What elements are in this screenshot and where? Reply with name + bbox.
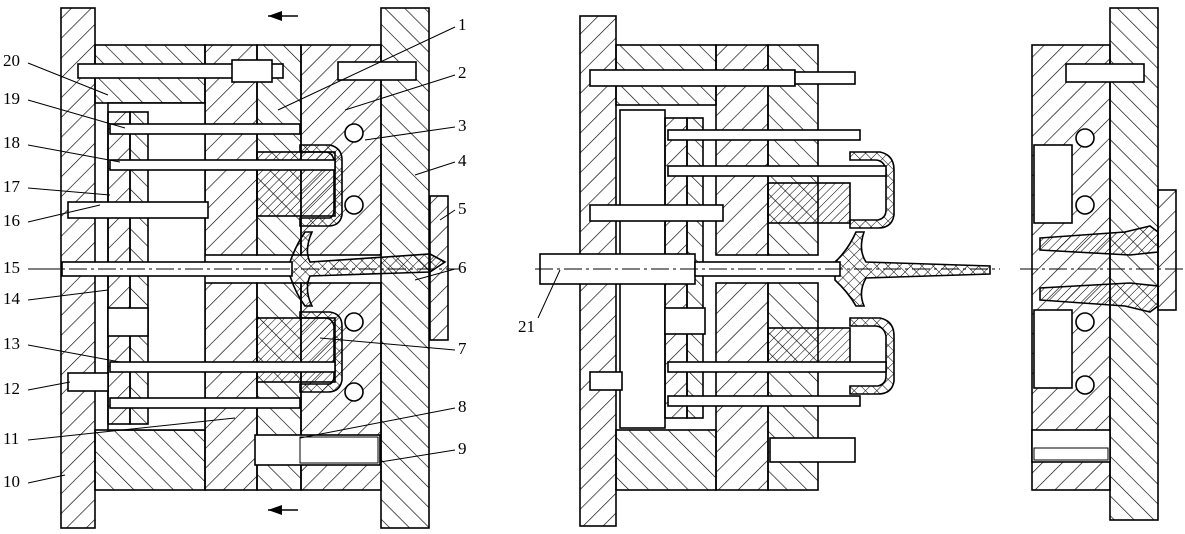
molded-part-lower [299,311,343,393]
bolt-head-1 [231,59,273,83]
cavity-pocket-upper [1033,144,1073,224]
locating-ring [1157,189,1177,311]
fixed-half-view [1020,7,1185,521]
cooling-hole [344,195,364,215]
ejector-pin [667,129,861,141]
label-13: 13 [3,334,20,353]
ejector-pin [667,395,861,407]
bolt-2 [337,61,417,81]
fixed-clamp-plate [1109,7,1159,521]
cooling-hole [1075,375,1095,395]
spacer-block-bottom [94,429,206,491]
label-20: 20 [3,51,20,70]
label-4: 4 [458,151,467,170]
return-pin-16 [67,201,209,219]
label-14: 14 [3,289,21,308]
cavity-pocket-lower [1033,309,1073,389]
cooling-hole [344,312,364,332]
ejector-pin-18 [109,159,336,171]
label-21: 21 [518,317,535,336]
cooling-hole [1075,128,1095,148]
label-15: 15 [3,258,20,277]
guide-bush-8 [254,434,381,466]
cavity-plate [1031,44,1111,491]
label-9: 9 [458,439,467,458]
label-3: 3 [458,116,467,135]
return-pin [589,204,724,222]
cooling-hole [1075,312,1095,332]
guide-bush [1031,429,1111,463]
cooling-hole [344,382,364,402]
label-17: 17 [3,177,21,196]
label-8: 8 [458,397,467,416]
label-18: 18 [3,133,20,152]
closed-mold-view [40,7,460,529]
guide-bush-hatch-8 [299,436,379,464]
label-2: 2 [458,63,467,82]
label-10: 10 [3,472,20,491]
cooling-hole [1075,195,1095,215]
ejector-pin-11 [109,397,301,409]
part-labels: 1 2 3 4 5 6 7 8 9 20 19 18 17 16 15 14 1… [3,15,535,491]
molded-part-lower [849,317,895,395]
bolt [1065,63,1145,83]
ejector-pin-13 [109,361,336,373]
spacer-block-bottom [615,429,717,491]
arrow-top [268,11,298,21]
label-16: 16 [3,211,20,230]
bolt [589,371,623,391]
guide-pin-lower [769,437,856,463]
sprue-bushing [1039,225,1159,256]
label-6: 6 [458,258,467,277]
sprue-bushing [1039,282,1159,313]
leader-lines [27,26,561,484]
ejector-bolt-14 [107,307,149,337]
ejection-view [535,15,1000,527]
core-upper [767,182,851,224]
support-plate-bottom [715,282,769,491]
bolt-12 [67,372,109,392]
label-7: 7 [458,339,467,358]
guide-bush-hatch [1033,447,1109,461]
label-1: 1 [458,15,467,34]
label-11: 11 [3,429,19,448]
label-19: 19 [3,89,20,108]
ejector-bolt [664,307,706,335]
support-plate-bottom [204,282,258,491]
arrow-bottom [268,505,298,515]
label-12: 12 [3,379,20,398]
guide-pin [589,69,796,87]
molded-part-upper [849,151,895,229]
guide-pin-tip [794,71,856,85]
ejector-pin [667,361,887,373]
ejector-pin [667,165,887,177]
ejector-pin-19 [109,123,301,135]
molded-part-upper [299,144,343,227]
cooling-hole [344,123,364,143]
label-5: 5 [458,199,467,218]
